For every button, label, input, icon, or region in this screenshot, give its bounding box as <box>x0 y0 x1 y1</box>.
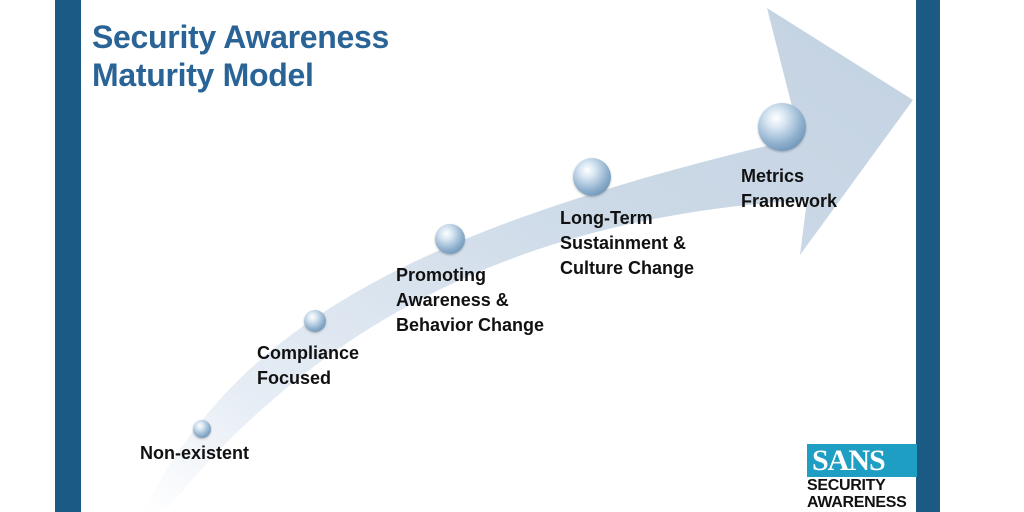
stage-label-line: Long-Term <box>560 208 653 228</box>
stage-marker-compliance <box>304 310 326 332</box>
stage-label-promoting: Promoting Awareness & Behavior Change <box>396 263 544 338</box>
stage-label-line: Culture Change <box>560 258 695 278</box>
left-side-bar <box>55 0 81 512</box>
right-side-bar <box>916 0 940 512</box>
slide-panel: Security Awareness Maturity Model Non-ex… <box>55 0 940 512</box>
title-line-1: Security Awareness <box>92 19 389 55</box>
logo-brand-box: SANS <box>807 444 917 477</box>
stage-label-compliance: Compliance Focused <box>257 341 359 391</box>
stage-label-non-existent: Non-existent <box>140 441 249 466</box>
stage-marker-metrics <box>758 103 806 151</box>
stage-label-line: Framework <box>741 191 838 211</box>
stage-label-metrics: Metrics Framework <box>741 164 837 214</box>
page-title: Security Awareness Maturity Model <box>92 18 389 94</box>
sans-security-awareness-logo: SANS SECURITY AWARENESS <box>807 444 917 512</box>
stage-marker-long-term <box>573 158 611 196</box>
stage-label-line: Sustainment & <box>560 233 687 253</box>
growth-arrow-shape <box>143 8 913 512</box>
logo-line-1: SECURITY <box>807 477 886 494</box>
logo-brand-text: SANS <box>812 444 886 477</box>
stage-label-long-term: Long-Term Sustainment & Culture Change <box>560 206 694 281</box>
stage-marker-non-existent <box>193 420 211 438</box>
stage-label-line: Metrics <box>741 166 805 186</box>
stage-label-line: Focused <box>257 368 332 388</box>
stage-marker-promoting <box>435 224 465 254</box>
stage-label-line: Awareness & <box>396 290 509 310</box>
stage-label-line: Promoting <box>396 265 486 285</box>
growth-arrow <box>143 8 913 512</box>
stage-label-line: Compliance <box>257 343 360 363</box>
stage-label-line: Behavior Change <box>396 315 545 335</box>
title-line-2: Maturity Model <box>92 57 314 93</box>
stage-label-line: Non-existent <box>140 443 250 463</box>
logo-line-2: AWARENESS <box>807 494 907 511</box>
